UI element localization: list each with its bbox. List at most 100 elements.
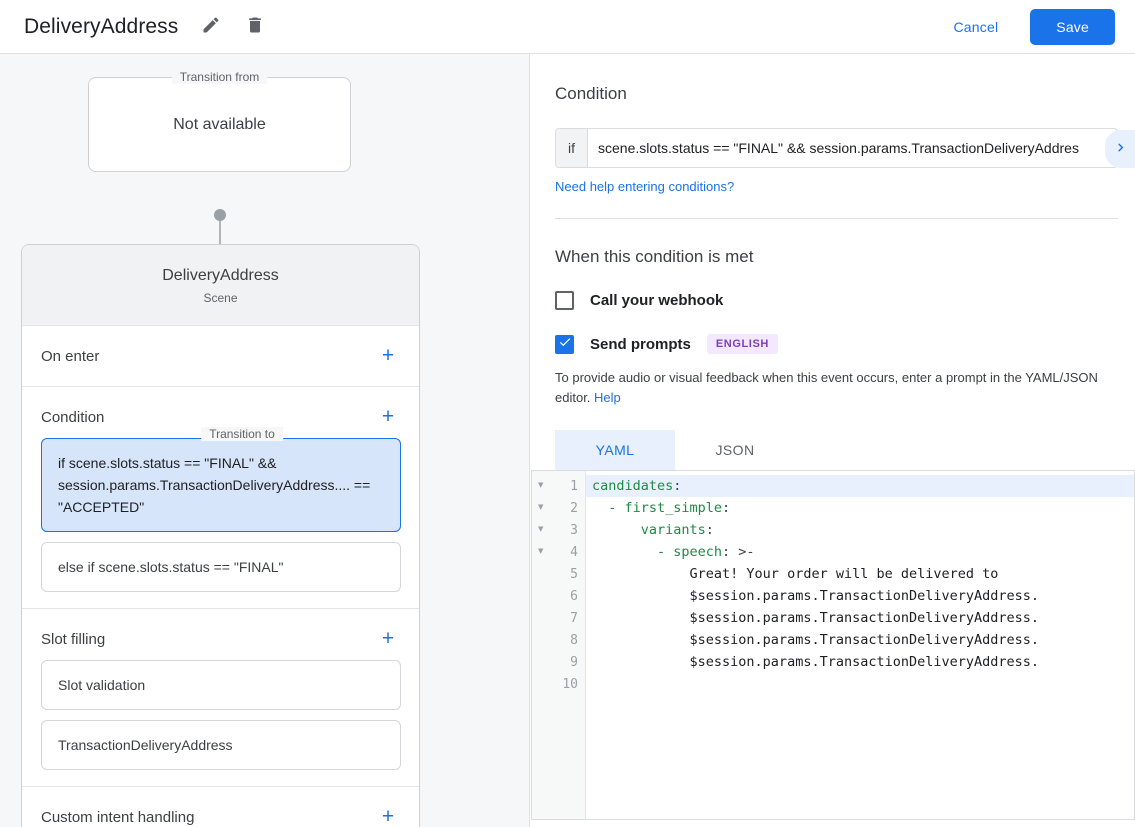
pencil-icon <box>201 15 221 38</box>
condition-help-link[interactable]: Need help entering conditions? <box>555 179 735 194</box>
condition-heading-row: Condition <box>555 84 1118 104</box>
line-number-label: 3 <box>570 522 578 538</box>
editor-help-link[interactable]: Help <box>594 390 621 405</box>
line-number-label: 6 <box>570 588 578 604</box>
section-title-slot-filling: Slot filling <box>41 630 106 648</box>
section-divider <box>555 218 1118 219</box>
transition-from-box: Transition from Not available <box>88 70 351 172</box>
delete-button[interactable] <box>238 10 272 44</box>
section-head-slot-filling: Slot filling + <box>22 609 419 660</box>
edit-button[interactable] <box>194 10 228 44</box>
line-number-label: 10 <box>562 676 578 692</box>
add-condition-button[interactable]: + <box>375 404 401 430</box>
line-number-label: 8 <box>570 632 578 648</box>
slot-validation-item[interactable]: Slot validation <box>41 660 401 710</box>
editor-line-number: 7 <box>532 607 585 629</box>
trash-icon <box>245 15 265 38</box>
editor-line-number: ▼4 <box>532 541 585 563</box>
yaml-key-token: - first_simple <box>592 500 723 516</box>
editor-code-line[interactable]: $session.params.TransactionDeliveryAddre… <box>586 607 1134 629</box>
condition-input[interactable] <box>588 129 1117 167</box>
add-on-enter-button[interactable]: + <box>375 343 401 369</box>
condition-if-prefix: if <box>556 129 588 167</box>
line-number-label: 7 <box>570 610 578 626</box>
transition-to-box: Transition to DeliveryAddress Scene On e… <box>21 244 420 827</box>
scene-type: Scene <box>203 291 238 305</box>
editor-code-line[interactable]: $session.params.TransactionDeliveryAddre… <box>586 651 1134 673</box>
editor-code-line[interactable]: variants: <box>586 519 1134 541</box>
editor-code-line[interactable]: - speech: >- <box>586 541 1134 563</box>
editor-line-number: 6 <box>532 585 585 607</box>
editor-line-number: 10 <box>532 673 585 695</box>
editor-line-number: ▼1 <box>532 475 585 497</box>
condition-item[interactable]: else if scene.slots.status == "FINAL" <box>41 542 401 592</box>
fold-toggle-icon[interactable]: ▼ <box>538 524 544 535</box>
section-head-on-enter: On enter + <box>22 326 419 386</box>
cancel-button[interactable]: Cancel <box>940 10 1013 44</box>
fold-toggle-icon[interactable]: ▼ <box>538 480 544 491</box>
send-prompts-checkbox[interactable] <box>555 334 574 354</box>
save-button[interactable]: Save <box>1030 8 1115 45</box>
slot-filling-list: Slot validation TransactionDeliveryAddre… <box>22 660 419 786</box>
expand-panel-button[interactable] <box>1105 130 1135 168</box>
line-number-label: 9 <box>570 654 578 670</box>
add-slot-filling-button[interactable]: + <box>375 626 401 652</box>
editor-code-area[interactable]: candidates: - first_simple: variants: - … <box>586 471 1134 819</box>
section-title-condition: Condition <box>41 408 105 426</box>
transition-to-legend: Transition to <box>201 427 283 441</box>
editor-code-line[interactable]: $session.params.TransactionDeliveryAddre… <box>586 629 1134 651</box>
condition-input-wrap: if <box>555 128 1118 168</box>
yaml-value-token: $session.params.TransactionDeliveryAddre… <box>592 654 1040 670</box>
section-title-on-enter: On enter <box>41 347 100 365</box>
section-head-custom-intent: Custom intent handling + <box>22 787 419 827</box>
send-prompts-label: Send prompts <box>590 335 691 353</box>
condition-heading: Condition <box>555 84 627 103</box>
yaml-value-token: $session.params.TransactionDeliveryAddre… <box>592 610 1040 626</box>
yaml-key-token: - speech <box>592 544 723 560</box>
section-head-condition: Condition + <box>22 387 419 438</box>
transition-from-legend: Transition from <box>171 70 268 84</box>
editor-code-line[interactable]: $session.params.TransactionDeliveryAddre… <box>586 585 1134 607</box>
line-number-label: 1 <box>570 478 578 494</box>
section-title-custom-intent: Custom intent handling <box>41 808 195 826</box>
condition-area: Condition if Need help entering conditio… <box>531 54 1135 219</box>
editor-format-tabs: YAML JSON <box>555 430 1111 470</box>
editor-code-line[interactable]: candidates: <box>586 475 1134 497</box>
scene-name: DeliveryAddress <box>162 267 279 284</box>
add-custom-intent-button[interactable]: + <box>375 804 401 827</box>
yaml-key-token: candidates <box>592 478 674 494</box>
yaml-value-token: Great! Your order will be delivered to <box>592 566 999 582</box>
fold-toggle-icon[interactable]: ▼ <box>538 546 544 557</box>
chevron-right-icon <box>1112 139 1129 159</box>
section-custom-intent-handling: Custom intent handling + <box>22 787 419 827</box>
yaml-value-token: $session.params.TransactionDeliveryAddre… <box>592 632 1040 648</box>
webhook-row: Call your webhook <box>555 291 1111 310</box>
editor-code-line[interactable]: Great! Your order will be delivered to <box>586 563 1134 585</box>
tab-yaml[interactable]: YAML <box>555 430 675 470</box>
app-header: DeliveryAddress Cancel Save <box>0 0 1135 54</box>
editor-line-number: ▼3 <box>532 519 585 541</box>
section-condition: Condition + if scene.slots.status == "FI… <box>22 387 419 609</box>
yaml-key-token: variants <box>592 522 706 538</box>
call-webhook-label: Call your webhook <box>590 292 724 309</box>
editor-code-line[interactable] <box>586 673 1134 695</box>
tab-json[interactable]: JSON <box>675 430 795 470</box>
editor-line-number: 5 <box>532 563 585 585</box>
fold-toggle-icon[interactable]: ▼ <box>538 502 544 513</box>
condition-item-selected[interactable]: if scene.slots.status == "FINAL" && sess… <box>41 438 401 532</box>
section-slot-filling: Slot filling + Slot validation Transacti… <box>22 609 419 787</box>
slot-item-transaction-delivery-address[interactable]: TransactionDeliveryAddress <box>41 720 401 770</box>
yaml-punct-token: : >- <box>722 544 755 560</box>
yaml-punct-token: : <box>705 522 714 538</box>
editor-code-line[interactable]: - first_simple: <box>586 497 1134 519</box>
right-panel: Condition if Need help entering conditio… <box>531 54 1135 827</box>
line-number-label: 5 <box>570 566 578 582</box>
yaml-value-token: $session.params.TransactionDeliveryAddre… <box>592 588 1040 604</box>
scene-header: DeliveryAddress Scene <box>22 245 419 326</box>
editor-line-number: 8 <box>532 629 585 651</box>
left-panel: Transition from Not available Transition… <box>0 54 530 827</box>
call-webhook-checkbox[interactable] <box>555 291 574 310</box>
